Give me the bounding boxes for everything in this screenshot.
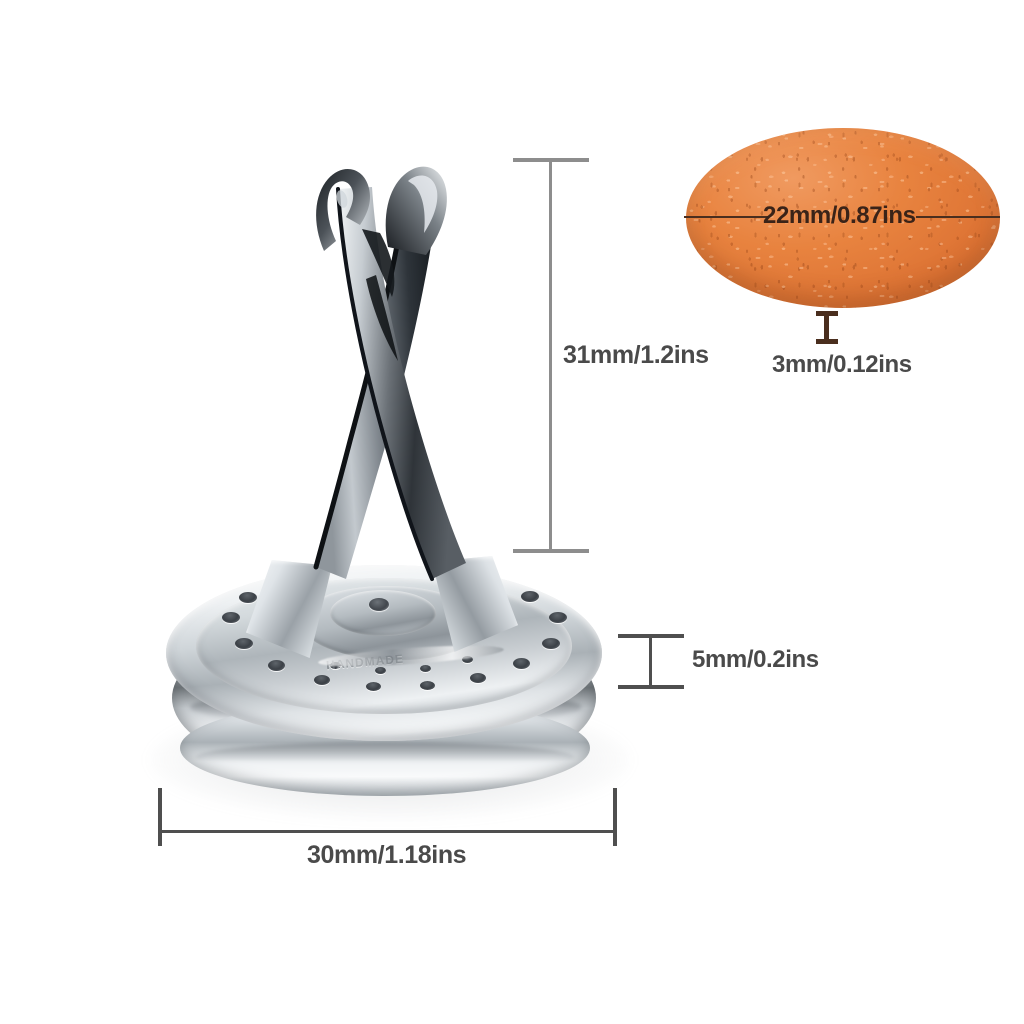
dimension-diameter-stem	[158, 830, 617, 833]
base-hole	[513, 658, 530, 669]
base-hole	[235, 638, 253, 649]
felt-diameter-line-left	[684, 216, 768, 218]
dimension-pad-diameter-label: 22mm/0.87ins	[763, 202, 916, 229]
dimension-thickness-label: 5mm/0.2ins	[692, 646, 819, 673]
base-hole	[420, 665, 431, 672]
base-hole	[521, 591, 539, 602]
base-hole	[420, 681, 435, 690]
dimension-pad-thickness-label: 3mm/0.12ins	[772, 351, 912, 378]
dimension-thickness-stem	[649, 634, 652, 688]
base-center-emboss-inner	[330, 590, 436, 636]
base-seam-line	[196, 742, 574, 772]
base-hole	[470, 673, 486, 683]
felt-pad-disc	[686, 128, 1000, 308]
base-hole	[366, 682, 381, 691]
dimension-diameter-right-cap	[613, 788, 617, 846]
dimension-height-bottom-cap	[513, 549, 589, 553]
base-hole	[462, 656, 473, 663]
base-hole	[375, 667, 386, 674]
base-hole	[222, 612, 240, 623]
dimension-height-label: 31mm/1.2ins	[563, 341, 709, 369]
base-hole	[239, 592, 257, 603]
base-center-pivot	[369, 598, 389, 611]
base-hole	[542, 638, 560, 649]
clip-arms	[280, 155, 500, 595]
felt-texture	[686, 128, 1000, 308]
dimension-thickness-bottom-cap	[618, 685, 684, 689]
felt-diameter-line-right	[916, 216, 1000, 218]
dimension-pad-thickness-bottom-cap	[816, 339, 838, 344]
dimension-pad-thickness-stem	[824, 311, 829, 343]
base-hole	[268, 660, 285, 671]
base-hole	[549, 612, 567, 623]
base-hole	[314, 675, 330, 685]
dimension-height-stem	[549, 158, 552, 552]
dimension-diameter-label: 30mm/1.18ins	[307, 841, 467, 869]
dimension-diameter-left-cap	[158, 788, 162, 846]
